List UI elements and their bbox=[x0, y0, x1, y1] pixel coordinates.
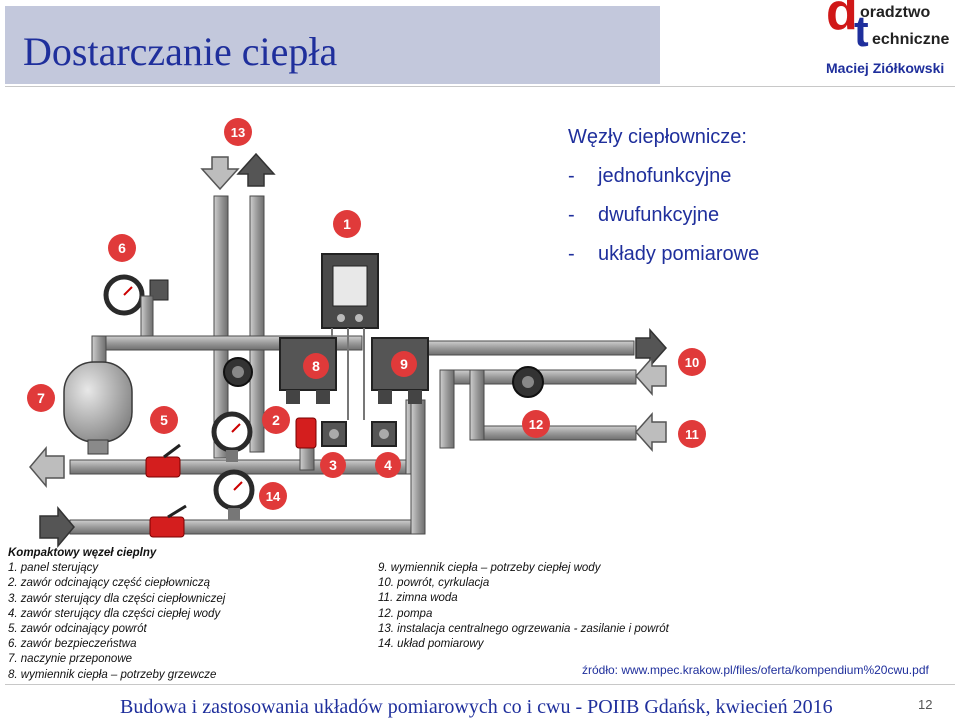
badge-3: 3 bbox=[320, 452, 346, 478]
badge-11: 11 bbox=[678, 420, 706, 448]
shutoff-valve bbox=[145, 443, 181, 478]
title-bar: Dostarczanie ciepła bbox=[5, 6, 660, 84]
svg-text:14: 14 bbox=[266, 489, 281, 504]
badge-7: 7 bbox=[27, 384, 55, 412]
svg-text:10: 10 bbox=[685, 355, 699, 370]
arrow-left-icon bbox=[634, 412, 667, 452]
arrow-down-icon bbox=[200, 156, 240, 191]
svg-text:9: 9 bbox=[400, 356, 408, 372]
legend-left: Kompaktowy węzeł cieplny 1. panel steruj… bbox=[8, 546, 225, 683]
badge-5: 5 bbox=[150, 406, 178, 434]
pipe bbox=[69, 459, 421, 475]
arrow-right-icon bbox=[635, 328, 668, 368]
pipe bbox=[249, 195, 265, 453]
pump-icon bbox=[512, 366, 544, 398]
badge-14: 14 bbox=[259, 482, 287, 510]
badge-10: 10 bbox=[678, 348, 706, 376]
svg-text:3: 3 bbox=[329, 457, 337, 473]
svg-text:2: 2 bbox=[272, 412, 280, 428]
legend-item: 2. zawór odcinający część ciepłowniczą bbox=[8, 577, 210, 590]
pipe bbox=[469, 425, 637, 441]
badge-1: 1 bbox=[333, 210, 361, 238]
bullet-item: -jednofunkcyjne bbox=[568, 165, 732, 187]
legend-item: 3. zawór sterujący dla części ciepłownic… bbox=[8, 592, 226, 605]
pump-icon bbox=[223, 357, 253, 387]
legend-item: 7. naczynie przeponowe bbox=[8, 653, 133, 666]
gauge-icon bbox=[103, 274, 169, 337]
svg-text:8: 8 bbox=[312, 358, 320, 374]
pipe bbox=[439, 369, 455, 449]
author-name: Maciej Ziółkowski bbox=[826, 60, 945, 76]
arrow-up-icon bbox=[236, 152, 276, 187]
gauge-icon bbox=[211, 411, 253, 462]
badge-8: 8 bbox=[303, 353, 329, 379]
legend-item: 9. wymiennik ciepła – potrzeby ciepłej w… bbox=[378, 562, 601, 574]
svg-text:1: 1 bbox=[343, 216, 351, 232]
slide-title: Dostarczanie ciepła bbox=[23, 29, 338, 74]
svg-text:13: 13 bbox=[231, 125, 245, 140]
svg-text:7: 7 bbox=[37, 390, 45, 406]
bullet-item: -układy pomiarowe bbox=[568, 243, 760, 265]
arrow-left-icon bbox=[29, 445, 65, 489]
badge-4: 4 bbox=[375, 452, 401, 478]
arrow-right-icon bbox=[39, 505, 75, 549]
shutoff-valve bbox=[295, 417, 317, 449]
pipe bbox=[411, 340, 635, 356]
page-number: 12 bbox=[918, 697, 933, 712]
legend-item: 12. pompa bbox=[378, 607, 433, 620]
badge-13: 13 bbox=[224, 118, 252, 146]
legend-right: 9. wymiennik ciepła – potrzeby ciepłej w… bbox=[378, 561, 669, 652]
legend-item: 11. zimna woda bbox=[378, 592, 458, 605]
bullet-item: -dwufunkcyjne bbox=[568, 204, 720, 226]
pipe bbox=[213, 195, 229, 459]
svg-text:12: 12 bbox=[529, 417, 543, 432]
badge-2: 2 bbox=[262, 406, 290, 434]
logo-word-doradztwo: oradztwo bbox=[860, 4, 931, 21]
badge-6: 6 bbox=[108, 234, 136, 262]
bullet-list: Węzły ciepłownicze: -jednofunkcyjne -dwu… bbox=[568, 118, 759, 274]
control-valve bbox=[321, 421, 347, 447]
footer-text: Budowa i zastosowania układów pomiarowyc… bbox=[120, 696, 833, 718]
badge-12: 12 bbox=[522, 410, 550, 438]
legend-item: 14. układ pomiarowy bbox=[378, 638, 484, 651]
legend-item: 5. zawór odcinający powrót bbox=[8, 623, 147, 636]
legend-item: 6. zawór bezpieczeństwa bbox=[8, 638, 137, 651]
pipe bbox=[469, 369, 485, 441]
logo-letter-d: d bbox=[826, 0, 858, 41]
expansion-tank bbox=[63, 361, 133, 455]
control-panel bbox=[321, 253, 379, 420]
svg-text:4: 4 bbox=[384, 457, 392, 473]
svg-text:11: 11 bbox=[685, 427, 699, 442]
arrow-left-icon bbox=[634, 356, 667, 396]
logo: d oradztwo t echniczne Maciej Ziółkowski bbox=[826, 0, 960, 84]
badge-9: 9 bbox=[391, 351, 417, 377]
pipe bbox=[410, 399, 426, 535]
control-valve bbox=[371, 421, 397, 447]
logo-word-techniczne: echniczne bbox=[872, 31, 950, 48]
bullet-heading: Węzły ciepłownicze: bbox=[568, 126, 747, 148]
legend-item: 8. wymiennik ciepła – potrzeby grzewcze bbox=[8, 668, 217, 681]
gauge-icon bbox=[213, 469, 255, 520]
svg-text:6: 6 bbox=[118, 240, 126, 256]
legend-item: 4. zawór sterujący dla części ciepłej wo… bbox=[8, 607, 221, 620]
pipe bbox=[69, 519, 426, 535]
legend-item: 1. panel sterujący bbox=[8, 562, 99, 575]
legend-item: 13. instalacja centralnego ogrzewania - … bbox=[378, 622, 669, 635]
legend-item: 10. powrót, cyrkulacja bbox=[378, 577, 490, 590]
header-divider bbox=[5, 86, 955, 87]
shutoff-valve bbox=[149, 504, 187, 538]
svg-text:5: 5 bbox=[160, 412, 168, 428]
logo-letter-t: t bbox=[854, 7, 869, 56]
legend-heading: Kompaktowy węzeł cieplny bbox=[8, 547, 157, 559]
footer-divider bbox=[5, 684, 955, 685]
source-link[interactable]: źródło: www.mpec.krakow.pl/files/oferta/… bbox=[582, 663, 929, 677]
heat-node-diagram: 13 1 6 7 5 2 8 9 3 4 14 10 bbox=[27, 118, 706, 549]
